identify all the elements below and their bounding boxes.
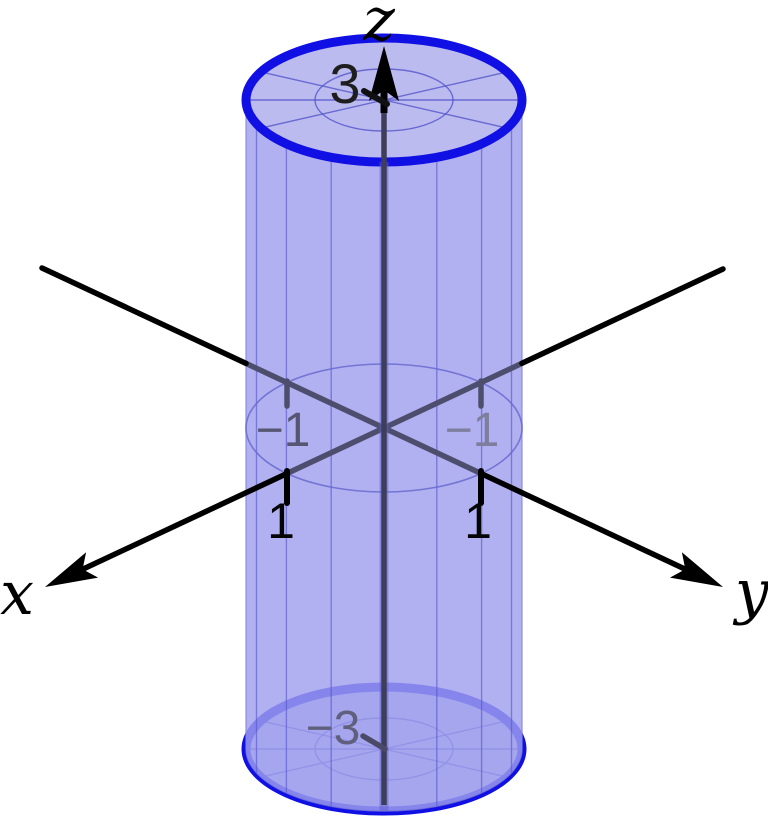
z-top-tick — [361, 88, 390, 107]
y-axis-front-segment — [479, 471, 690, 573]
y-back-tick-label: −1 — [256, 404, 311, 457]
y-axis-back-segment — [39, 265, 249, 367]
z-bottom-tick — [360, 733, 388, 752]
labels: z x y 3 −3 −1 −1 1 1 — [0, 0, 768, 755]
z-top-tick-label: 3 — [329, 52, 360, 115]
z-axis-arrowhead-icon — [369, 46, 399, 101]
x-axis-label: x — [0, 559, 34, 629]
y-axis-label: y — [732, 557, 768, 627]
z-bottom-tick-label: −3 — [306, 702, 361, 755]
z-axis — [360, 46, 399, 811]
cylinder-wall-gridlines — [255, 123, 513, 807]
y-axis-arrowhead-icon — [670, 552, 723, 587]
y-front-tick-label: 1 — [464, 493, 492, 549]
x-axis-back-segment — [519, 266, 726, 367]
x-front-tick-label: 1 — [267, 493, 295, 549]
x-axis-arrowhead-icon — [45, 552, 99, 587]
z-axis-label: z — [362, 0, 395, 55]
x-back-tick-label: −1 — [445, 404, 500, 457]
x-axis-front-segment — [78, 471, 289, 573]
